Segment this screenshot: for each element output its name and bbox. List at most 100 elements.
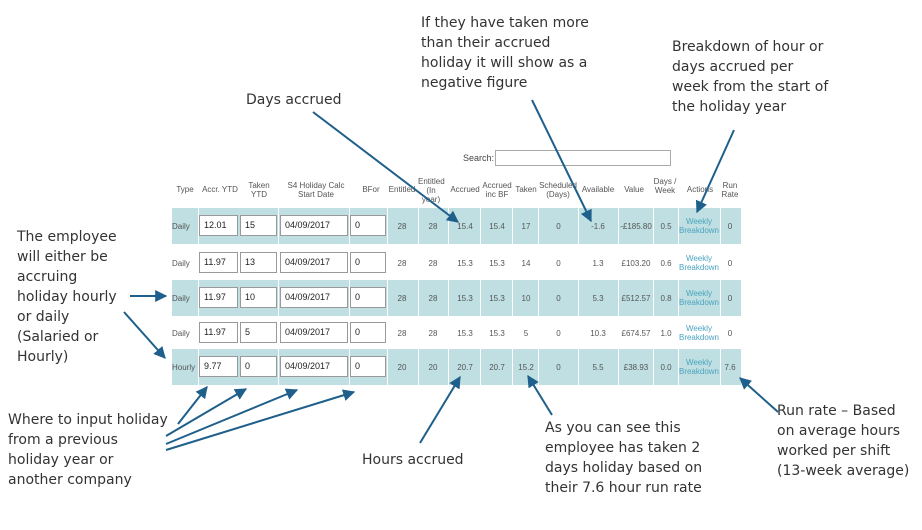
column-divider	[198, 208, 199, 244]
arrow-negative-figure	[531, 99, 592, 223]
column-divider	[512, 349, 513, 385]
column-divider	[349, 208, 350, 244]
taken-cell: 15.2	[518, 362, 534, 372]
scheduled-cell: 0	[556, 258, 561, 268]
bfor-input[interactable]: 0	[350, 215, 386, 236]
weekly-breakdown-link[interactable]: Weekly Breakdown	[678, 289, 720, 307]
column-divider	[480, 208, 481, 244]
column-divider	[578, 349, 579, 385]
bfor-input[interactable]: 0	[350, 252, 386, 273]
column-header[interactable]: Actions	[686, 185, 714, 194]
accr-ytd-input[interactable]: 11.97	[199, 322, 238, 343]
start-date-input[interactable]: 04/09/2017	[280, 356, 348, 377]
column-divider	[448, 280, 449, 316]
column-header[interactable]: S4 Holiday Calc Start Date	[287, 181, 345, 199]
column-divider	[198, 280, 199, 316]
weekly-breakdown-link[interactable]: Weekly Breakdown	[678, 324, 720, 342]
column-divider	[418, 208, 419, 244]
column-header[interactable]: Value	[624, 185, 644, 194]
accr-ytd-input[interactable]: 12.01	[199, 215, 238, 236]
accr-ytd-input[interactable]: 11.97	[199, 287, 238, 308]
entitled-cell: 28	[397, 221, 407, 231]
note-hours-accrued: Hours accrued	[362, 452, 464, 468]
column-divider	[278, 208, 279, 244]
arrow-days-accrued	[312, 111, 459, 223]
column-divider	[653, 280, 654, 316]
accrued-cell: 20.7	[457, 362, 473, 372]
start-date-input[interactable]: 04/09/2017	[280, 322, 348, 343]
column-header[interactable]: Available	[581, 185, 615, 194]
accrued-inc-bf-cell: 15.3	[489, 258, 505, 268]
bfor-input[interactable]: 0	[350, 287, 386, 308]
column-header[interactable]: Days / Week	[653, 177, 677, 195]
accr-ytd-input[interactable]: 11.97	[199, 252, 238, 273]
column-header[interactable]: Scheduled (Days)	[539, 181, 577, 199]
column-header[interactable]: Accr. YTD	[202, 185, 238, 194]
entitled-in-year-cell: 20	[428, 362, 438, 372]
scheduled-cell: 0	[556, 362, 561, 372]
value-cell: £38.93	[623, 362, 649, 372]
taken-ytd-input[interactable]: 10	[240, 287, 277, 308]
accrued-inc-bf-cell: 20.7	[489, 362, 505, 372]
column-divider	[720, 280, 721, 316]
taken-ytd-input[interactable]: 0	[240, 356, 277, 377]
column-header[interactable]: Entitled	[388, 185, 416, 194]
taken-ytd-input[interactable]: 5	[240, 322, 277, 343]
start-date-input[interactable]: 04/09/2017	[280, 287, 348, 308]
value-cell: £674.57	[621, 328, 651, 338]
column-header[interactable]: Run Rate	[721, 181, 739, 199]
column-divider	[618, 208, 619, 244]
taken-cell: 14	[521, 258, 531, 268]
bfor-input[interactable]: 0	[350, 322, 386, 343]
column-header[interactable]: Taken YTD	[248, 181, 270, 199]
weekly-breakdown-link[interactable]: Weekly Breakdown	[678, 217, 720, 235]
value-cell: £103.20	[621, 258, 651, 268]
run-rate-cell: 0	[727, 221, 733, 231]
arrow-hours-accrued	[419, 375, 461, 444]
column-header[interactable]: Accrued	[450, 185, 480, 194]
column-header[interactable]: Taken	[515, 185, 537, 194]
arrow-type-hourly	[123, 311, 166, 359]
column-divider	[278, 349, 279, 385]
weekly-breakdown-link[interactable]: Weekly Breakdown	[678, 254, 720, 272]
taken-ytd-input[interactable]: 15	[240, 215, 277, 236]
actions-cell: Weekly Breakdown	[678, 208, 720, 244]
arrow-input-1	[177, 386, 208, 425]
column-divider	[480, 349, 481, 385]
column-header[interactable]: BFor	[362, 185, 380, 194]
search-input[interactable]	[495, 150, 671, 166]
column-divider	[448, 349, 449, 385]
entitled-cell: 28	[397, 293, 407, 303]
bfor-input[interactable]: 0	[350, 356, 386, 377]
column-header[interactable]: Entitled (In year)	[418, 177, 445, 204]
value-cell: £512.57	[621, 293, 651, 303]
column-divider	[278, 280, 279, 316]
type-cell: Daily	[172, 258, 190, 268]
actions-cell: Weekly Breakdown	[678, 245, 720, 281]
weekly-breakdown-link[interactable]: Weekly Breakdown	[678, 358, 720, 376]
type-cell: Daily	[172, 293, 190, 303]
entitled-cell: 28	[397, 328, 407, 338]
available-cell: -1.6	[591, 221, 605, 231]
column-header[interactable]: Type	[176, 185, 194, 194]
taken-ytd-input[interactable]: 13	[240, 252, 277, 273]
type-cell: Daily	[172, 221, 190, 231]
taken-cell: 5	[523, 328, 529, 338]
note-run-rate: Run rate – Based on average hours worked…	[777, 403, 910, 479]
start-date-input[interactable]: 04/09/2017	[280, 215, 348, 236]
column-divider	[349, 280, 350, 316]
column-divider	[618, 349, 619, 385]
available-cell: 10.3	[590, 328, 606, 338]
note-breakdown: Breakdown of hour or days accrued per we…	[672, 39, 829, 115]
column-header[interactable]: Accrued inc BF	[482, 181, 512, 199]
start-date-input[interactable]: 04/09/2017	[280, 252, 348, 273]
run-rate-cell: 0	[727, 328, 733, 338]
available-cell: 5.3	[592, 293, 604, 303]
column-divider	[678, 208, 679, 244]
days-week-cell: 1.0	[660, 328, 672, 338]
type-cell: Daily	[172, 328, 190, 338]
column-divider	[349, 349, 350, 385]
accr-ytd-input[interactable]: 9.77	[199, 356, 238, 377]
